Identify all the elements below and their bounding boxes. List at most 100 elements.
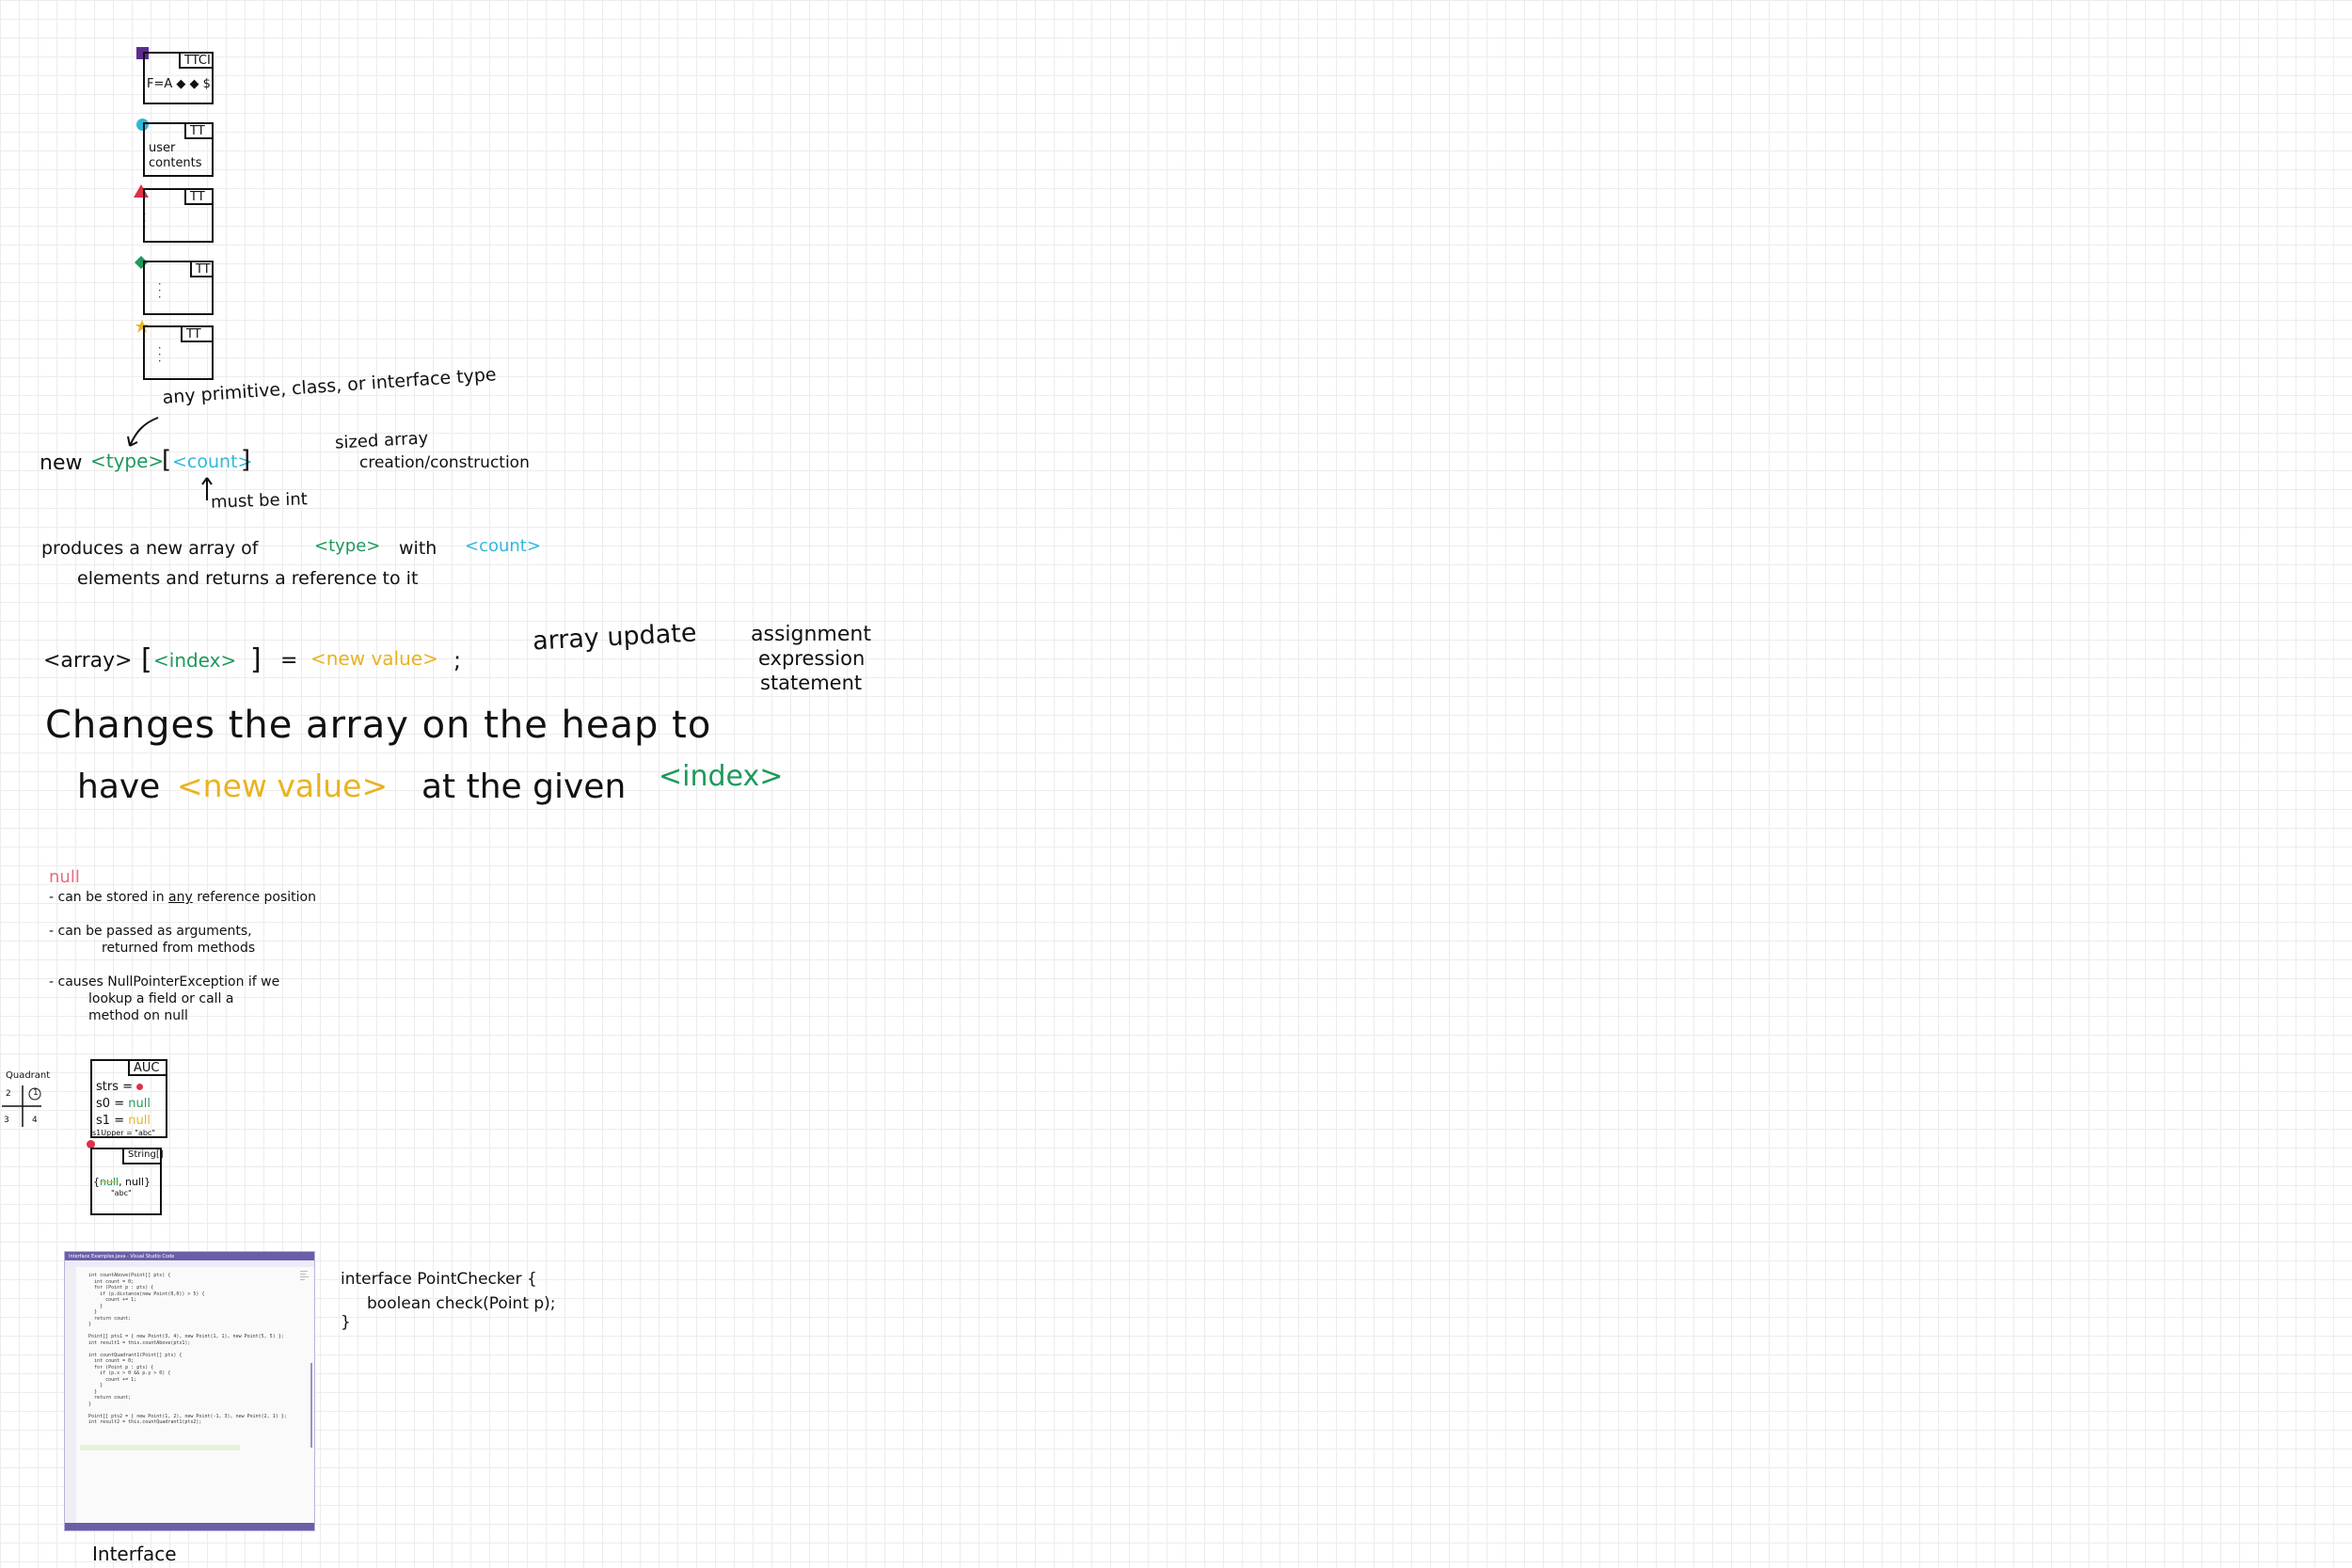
auc-row2-value: null [128,1097,151,1111]
ide-code-line: count += 1; [80,1297,137,1303]
ide-window-title: Interface Examples.java - Visual Studio … [69,1253,175,1259]
interface-caption: Interface [92,1543,177,1565]
auc-row2: s0 = null [96,1097,151,1111]
semicolon: ; [453,647,462,673]
bracket-close: ] [250,643,262,676]
equals-sign: = [280,649,298,673]
interface-line3: } [341,1313,351,1332]
ide-code-line: for (Point p : pts) { [80,1285,154,1291]
index-placeholder: <index> [153,649,237,672]
red-dot-icon [136,1084,144,1090]
ide-code-line: count += 1; [80,1376,137,1383]
ide-code-line: return count; [80,1315,132,1322]
desc-prefix: produces a new array of [41,538,259,559]
auc-row3: s1 = null [96,1114,151,1128]
auc-row2-op: = [114,1097,125,1111]
quadrant-n4: 4 [32,1116,38,1125]
red-triangle-pin-icon [134,184,149,198]
ide-code-line: int countQuadrant1(Point[] pts) { [80,1352,183,1358]
ide-code-line: if (p.distance(new Point(0,0)) > 5) { [80,1291,205,1297]
frame-label: TT [184,122,214,139]
big-index: <index> [659,760,784,793]
strings-open: { [93,1176,100,1188]
ide-code-line [80,1426,297,1433]
quadrant-n2: 2 [6,1089,11,1099]
null-item3-line3: method on null [88,1008,188,1023]
auc-row1: strs = [96,1080,144,1094]
ide-code-line: int count = 0; [80,1358,135,1364]
frame-label: TT [181,325,214,342]
ide-activity-bar [65,1267,76,1523]
ide-code-line: } [80,1322,92,1327]
big-new-value: <new value> [177,768,389,804]
array-placeholder: <array> [43,649,133,673]
int-note: must be int [210,489,309,513]
frame-content: · · · [138,213,151,230]
frame-content-line1: user [149,141,176,155]
strings-struck: null [100,1176,119,1188]
quadrant-n1: 1 [33,1088,39,1098]
ide-code-line: int countAbove(Point[] pts) { [80,1273,171,1278]
ide-code-line: } [80,1401,92,1407]
auc-row3-name: s1 [96,1114,111,1128]
arrow-down-icon [127,417,159,447]
ide-tab-bar [65,1260,314,1267]
frame-content-line2: contents [149,156,202,170]
quadrant-axes [2,1085,41,1127]
ide-code-line: return count; [80,1395,132,1401]
auc-row1-name: strs [96,1080,119,1094]
purple-square-pin-icon [136,47,149,59]
auc-row4: s1Upper = "abc" [92,1129,156,1137]
desc-type: <type> [314,536,381,556]
ide-code-line: int result1 = this.countAbove(pts1); [80,1339,191,1346]
ide-code-line: for (Point p : pts) { [80,1364,154,1370]
creation-label-line2: creation/construction [359,453,530,472]
cyan-circle-pin-icon [136,119,149,131]
bracket-open: [ [141,643,152,676]
creation-label-line1: sized array [334,428,429,453]
null-item3-line2: lookup a field or call a [88,991,234,1006]
update-kind-line1: assignment [751,623,871,646]
desc-line2: elements and returns a reference to it [77,568,419,589]
ide-code-line: int result2 = this.countQuadrant1(pts2); [80,1419,202,1425]
ide-code-line: } [80,1383,103,1388]
ide-code-line: } [80,1388,98,1395]
frame-label: TTCI [179,52,214,69]
ide-screenshot: Interface Examples.java - Visual Studio … [64,1251,315,1531]
ide-minimap [300,1271,312,1448]
frame-label: TT [190,261,214,277]
big-line1: Changes the array on the heap to [45,704,712,747]
big-at: at the given [421,768,627,806]
update-kind-line3: statement [760,672,863,694]
strings-content: {null, null} [93,1176,151,1188]
desc-with: with [399,538,437,559]
interface-line2: boolean check(Point p); [367,1294,556,1313]
null-item2-line2: returned from methods [102,941,256,956]
new-keyword: new [40,451,83,475]
ide-status-bar [65,1523,314,1530]
ide-code-line: Point[] pts1 = { new Point(3, 4), new Po… [80,1334,284,1339]
auc-row3-value: null [128,1114,151,1128]
big-have: have [77,768,161,806]
auc-row2-name: s0 [96,1097,111,1111]
strings-rest: , null} [119,1176,151,1188]
null-item1-suffix: reference position [197,890,316,905]
ide-code-area: int countAbove(Point[] pts) { int count … [80,1273,297,1432]
frame-label: TT [184,188,214,205]
type-placeholder: <type> [90,450,165,472]
new-value-placeholder: <new value> [310,647,438,670]
desc-count: <count> [465,536,541,556]
null-item1: - can be stored in any reference positio… [49,890,316,905]
null-item1-underlined: any [168,890,193,905]
red-circle-pin-icon [87,1140,95,1148]
auc-row1-op: = [122,1080,134,1094]
frame-content: · · · [153,282,166,299]
auc-row3-op: = [114,1114,125,1128]
arrow-up-icon [201,477,213,500]
frame-content: F=A ◆ ◆ $ [147,77,211,91]
update-label: array update [532,618,698,657]
interface-line1: interface PointChecker { [341,1270,537,1289]
null-item2-line1: - can be passed as arguments, [49,924,252,939]
quadrant-label: Quadrant [6,1070,51,1081]
update-kind-line2: expression [758,647,866,670]
